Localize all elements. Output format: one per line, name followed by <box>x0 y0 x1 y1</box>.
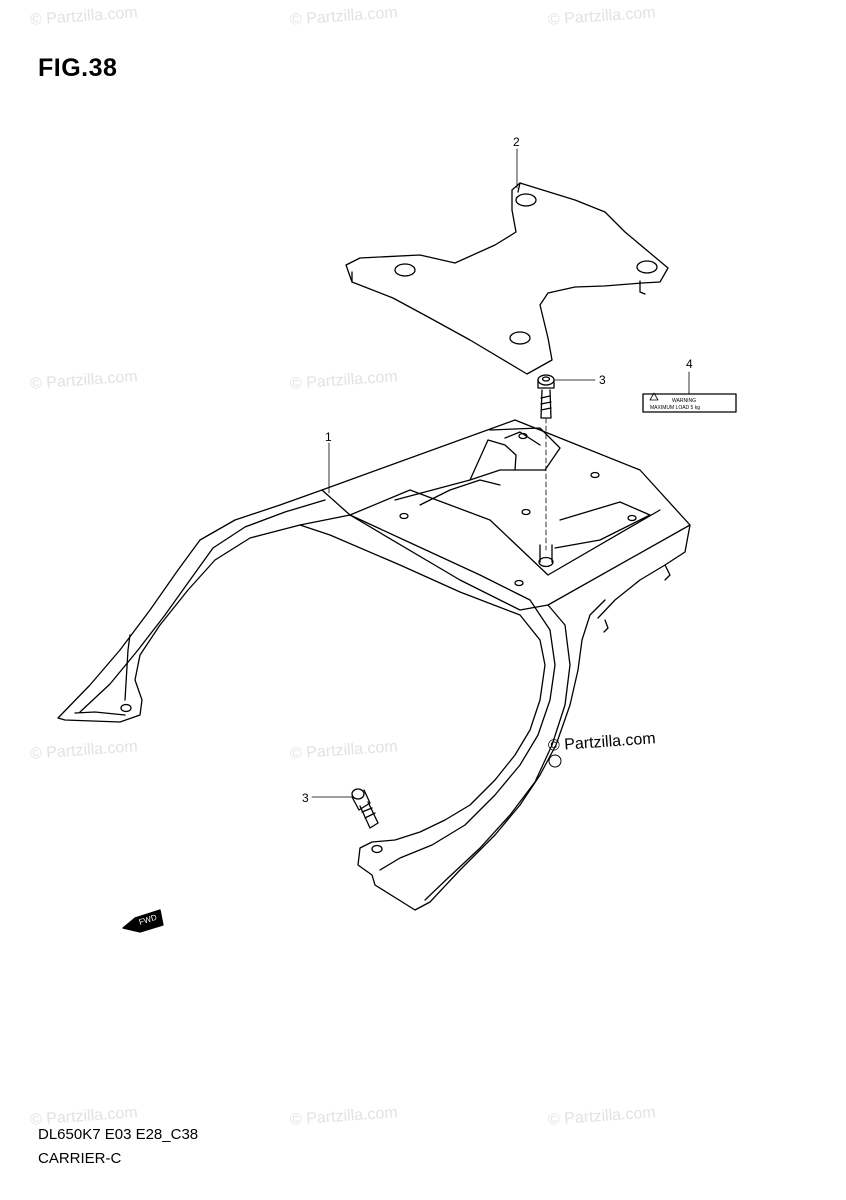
warning-label-part[interactable] <box>642 392 737 413</box>
bolt-upper-part[interactable] <box>537 374 555 419</box>
section-name: CARRIER-C <box>38 1150 122 1167</box>
warning-label-heading: WARNING <box>672 398 696 404</box>
model-code: DL650K7 E03 E28_C38 <box>38 1126 199 1143</box>
callout-3-upper: 3 <box>599 373 606 387</box>
callout-4: 4 <box>686 357 693 371</box>
cover-plate-part[interactable] <box>345 182 669 375</box>
copyright-symbol <box>548 754 562 768</box>
callout-1: 1 <box>325 430 332 444</box>
fwd-arrow-icon <box>122 909 164 933</box>
leader-lines <box>311 148 690 798</box>
callout-3-lower: 3 <box>302 791 309 805</box>
figure-title: FIG.38 <box>38 54 118 82</box>
carrier-frame-part[interactable] <box>57 419 691 911</box>
bolt-lower-part[interactable] <box>351 788 379 829</box>
warning-label-line: MAXIMUM LOAD 5 kg <box>650 405 700 411</box>
callout-2: 2 <box>513 135 520 149</box>
